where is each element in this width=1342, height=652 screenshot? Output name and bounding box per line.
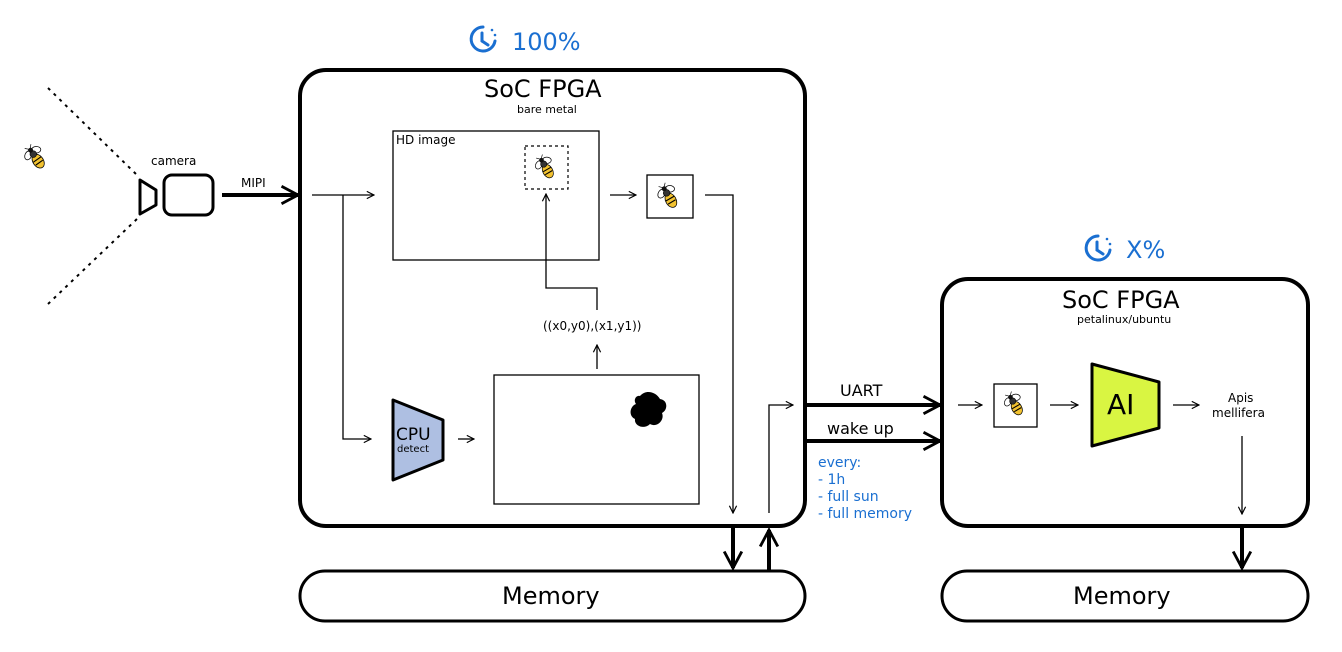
bee-icon [18,139,52,174]
ai-block [1090,362,1161,448]
clock-icon [469,25,497,53]
soc-fpga-right [940,277,1310,528]
memory-left [298,569,807,623]
wake-up-label: wake up [827,419,894,438]
fov-line-bottom [47,217,139,305]
soc-right-title: SoC FPGA [1062,286,1180,314]
ai-label: AI [1107,388,1135,421]
schedule-item: - full sun [818,489,879,505]
mask-frame [493,374,700,505]
fov-line-top [47,87,139,177]
memory-left-label: Memory [502,582,600,610]
species-label-line1: Apis [1228,391,1254,405]
wake-schedule: every: - 1h - full sun - full memory [818,455,912,523]
cpu-usage-left: 100% [512,28,581,56]
blob-icon [630,392,667,427]
hd-image-label: HD image [396,133,456,147]
bbox-coords-label: ((x0,y0),(x1,y1)) [543,319,642,333]
schedule-item: - 1h [818,472,846,488]
hd-image-frame [392,130,600,261]
memory-to-output-arrow [768,405,793,513]
soc-left-title: SoC FPGA [484,75,602,103]
schedule-heading: every: [818,455,862,471]
schedule-item: - full memory [818,506,913,522]
memory-right-label: Memory [1073,582,1171,610]
soc-fpga-left [298,68,807,528]
soc-right-subtitle: petalinux/ubuntu [1077,313,1172,326]
cpu-usage-right: X% [1126,236,1166,264]
uart-label: UART [840,381,883,400]
cpu-label: CPU [396,425,431,445]
camera-label: camera [151,154,197,168]
cpu-detect-block [391,398,445,482]
coords-to-image-arrow [546,194,598,310]
thumb-to-memory-arrow [705,194,733,513]
bbox-crop [524,145,569,190]
memory-right [940,569,1310,623]
species-label-line2: mellifera [1212,406,1265,420]
camera-icon [138,173,215,217]
soc-left-subtitle: bare metal [517,103,577,116]
cpu-sub-label: detect [397,444,429,455]
clock-icon [1084,234,1112,262]
to-cpu-arrow [342,195,371,439]
mipi-label: MIPI [241,176,266,190]
